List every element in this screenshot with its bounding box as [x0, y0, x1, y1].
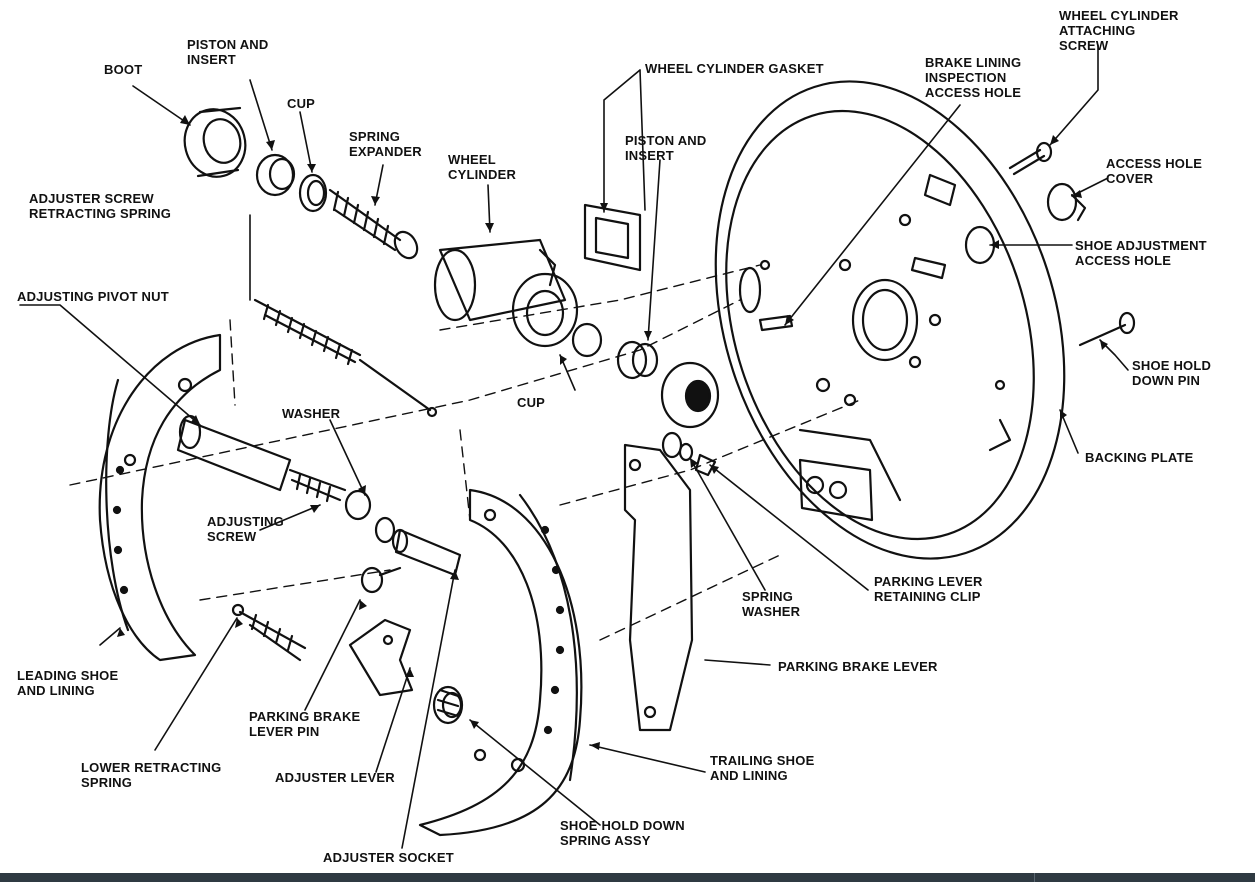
label-access-hole-cover: ACCESS HOLE COVER — [1106, 156, 1203, 186]
cup-mid-part — [571, 322, 603, 358]
label-piston-insert-left: PISTON AND INSERT — [187, 37, 269, 67]
lower-retracting-spring-part — [231, 603, 307, 662]
hold-down-pin-part — [1078, 311, 1136, 347]
piston-insert-left-part — [255, 153, 296, 197]
label-adjuster-socket: ADJUSTER SOCKET — [323, 850, 454, 865]
label-parking-brake-lever: PARKING BRAKE LEVER — [778, 659, 938, 674]
label-adjusting-screw: ADJUSTING SCREW — [207, 514, 284, 544]
wheel-cylinder-gasket-part — [583, 203, 642, 272]
adjuster-socket-part — [391, 528, 462, 577]
label-wheel-cylinder-attaching-screw: WHEEL CYLINDER ATTACHING SCREW — [1059, 8, 1179, 53]
label-piston-insert-right: PISTON AND INSERT — [625, 133, 707, 163]
spring-washer-part — [661, 431, 694, 462]
label-shoe-hold-down-spring: SHOE HOLD DOWN SPRING ASSY — [560, 818, 685, 848]
label-parking-brake-lever-pin: PARKING BRAKE LEVER PIN — [249, 709, 361, 739]
leading-shoe-part — [98, 333, 222, 662]
wheel-cylinder-part — [433, 238, 579, 348]
label-wheel-cylinder-gasket: WHEEL CYLINDER GASKET — [645, 61, 824, 76]
retaining-clip-part — [694, 453, 717, 477]
label-brake-lining-inspection: BRAKE LINING INSPECTION ACCESS HOLE — [925, 55, 1022, 100]
label-cup-top: CUP — [287, 96, 316, 111]
label-trailing-shoe: TRAILING SHOE AND LINING — [710, 753, 815, 783]
arrowheads — [117, 115, 1108, 750]
label-lower-retracting-spring: LOWER RETRACTING SPRING — [81, 760, 222, 790]
label-boot: BOOT — [104, 62, 143, 77]
label-cup-mid: CUP — [517, 395, 546, 410]
label-washer: WASHER — [282, 406, 341, 421]
label-parking-lever-retaining-clip: PARKING LEVER RETAINING CLIP — [874, 574, 983, 604]
spring-expander-part — [328, 188, 419, 260]
parking-brake-lever-part — [623, 443, 694, 732]
boot-part — [183, 106, 247, 178]
parking-brake-lever-pin-part — [360, 566, 402, 594]
label-backing-plate: BACKING PLATE — [1085, 450, 1194, 465]
boot-right-part — [660, 361, 720, 429]
label-wheel-cylinder: WHEEL CYLINDER — [448, 152, 517, 182]
access-hole-cover-part — [1046, 182, 1087, 222]
label-shoe-hold-down-pin: SHOE HOLD DOWN PIN — [1132, 358, 1212, 388]
alignment-lines — [69, 264, 861, 641]
cup-top-part — [298, 173, 328, 213]
label-adjuster-lever: ADJUSTER LEVER — [275, 770, 395, 785]
label-adjuster-screw-retracting-spring: ADJUSTER SCREW RETRACTING SPRING — [29, 191, 172, 221]
footer-bar — [0, 873, 1255, 882]
hold-down-spring-part — [432, 685, 464, 725]
label-adjusting-pivot-nut: ADJUSTING PIVOT NUT — [17, 289, 169, 304]
attaching-screw-part — [1008, 141, 1053, 176]
label-shoe-adjustment-access-hole: SHOE ADJUSTMENT ACCESS HOLE — [1075, 238, 1207, 268]
footer-divider — [1034, 873, 1035, 882]
label-spring-expander: SPRING EXPANDER — [349, 129, 422, 159]
adjuster-retracting-spring-part — [253, 298, 438, 418]
label-leading-shoe: LEADING SHOE AND LINING — [17, 668, 119, 698]
backing-plate-part — [714, 80, 1066, 560]
adjuster-lever-part — [348, 618, 414, 697]
trailing-shoe-part — [418, 488, 583, 837]
label-spring-washer: SPRING WASHER — [742, 589, 801, 619]
piston-insert-right-part — [616, 340, 659, 380]
